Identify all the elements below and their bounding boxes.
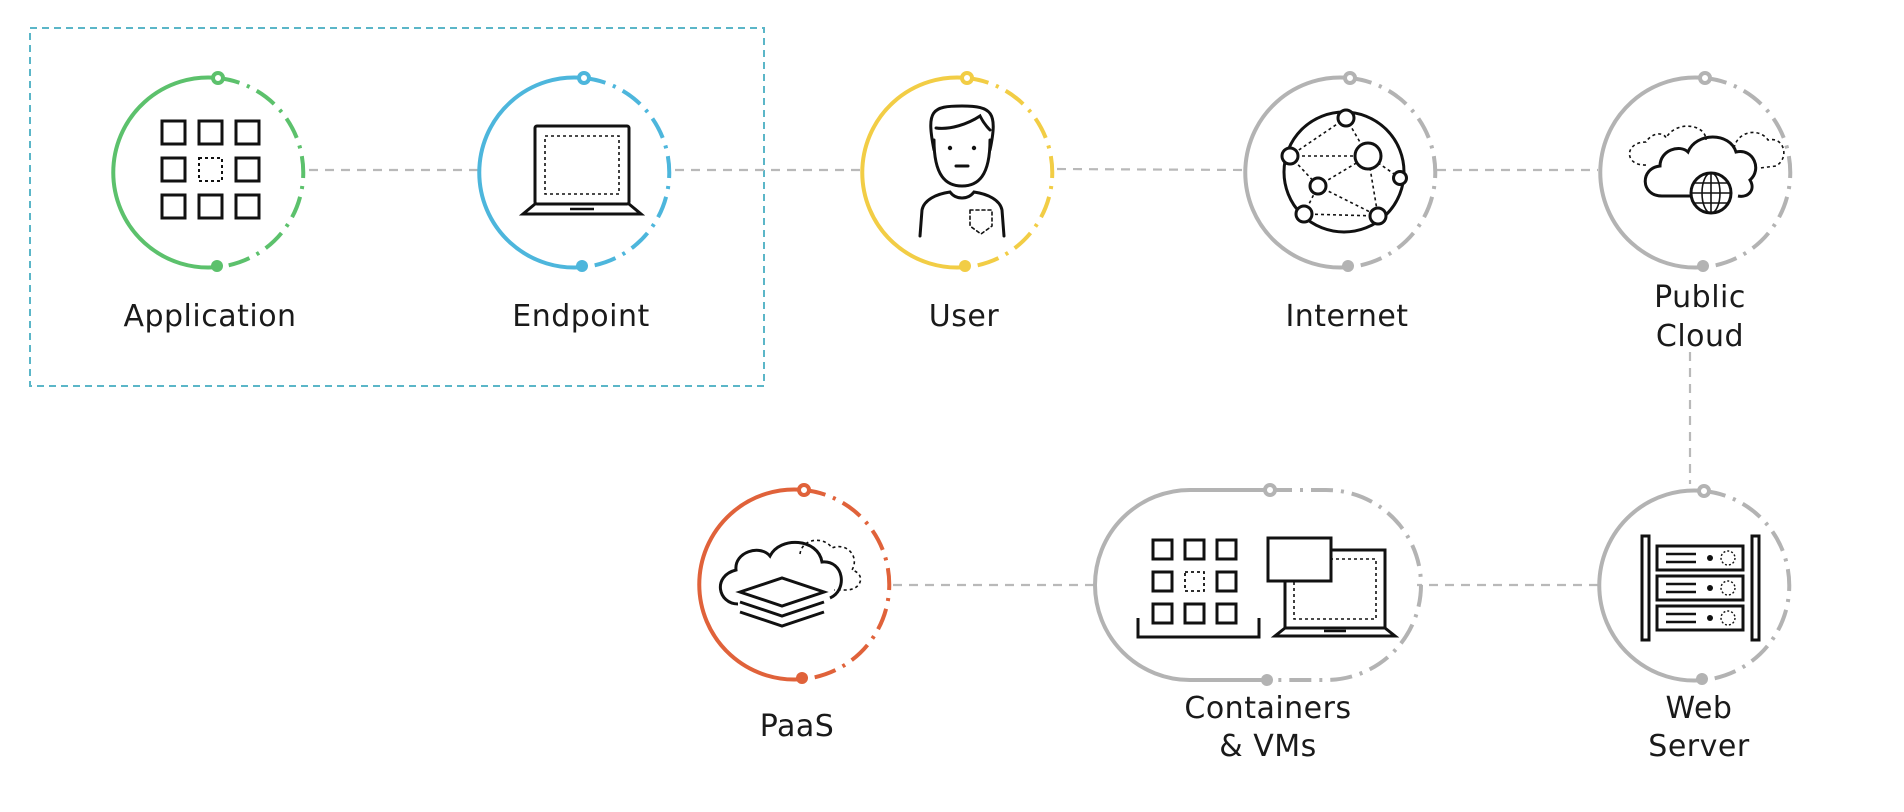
label-public-cloud-line1: Public <box>1654 280 1746 315</box>
node-endpoint: Endpoint <box>477 71 672 334</box>
cloud-layers-icon <box>718 539 862 628</box>
node-web-server: Web Server <box>1597 484 1792 764</box>
label-containers-vms-line1: Containers <box>1184 691 1351 726</box>
globe-network-icon <box>1280 108 1408 234</box>
node-public-cloud: Public Cloud <box>1598 71 1793 354</box>
app-endpoint-group-box <box>29 27 765 387</box>
node-paas: PaaS <box>697 483 892 744</box>
label-internet: Internet <box>1285 299 1408 334</box>
user-icon <box>918 104 1006 238</box>
label-paas: PaaS <box>760 709 835 744</box>
label-user: User <box>929 299 1000 334</box>
paas-ring <box>697 483 892 684</box>
containers-vms-icon <box>1136 536 1400 639</box>
web-server-ring <box>1597 484 1792 685</box>
node-user: User <box>860 71 1055 334</box>
application-ring <box>111 71 306 272</box>
label-public-cloud-line2: Cloud <box>1656 319 1744 354</box>
user-ring <box>860 71 1055 272</box>
containers-vms-ring <box>1093 483 1423 686</box>
cloud-globe-icon <box>1628 125 1785 215</box>
server-rack-icon <box>1640 534 1761 642</box>
endpoint-ring <box>477 71 672 272</box>
label-containers-vms-line2: & VMs <box>1219 729 1316 764</box>
node-containers-vms: Containers & VMs <box>1093 483 1423 764</box>
connector-user-internet <box>1056 167 1245 172</box>
label-application: Application <box>123 299 296 334</box>
label-endpoint: Endpoint <box>512 299 650 334</box>
public-cloud-ring <box>1598 71 1793 272</box>
internet-ring <box>1243 71 1438 272</box>
node-internet: Internet <box>1243 71 1438 334</box>
connectors <box>309 167 1692 587</box>
label-web-server-line2: Server <box>1648 729 1750 764</box>
node-application: Application <box>111 71 306 334</box>
laptop-icon <box>518 124 646 216</box>
label-web-server-line1: Web <box>1666 691 1733 726</box>
app-grid-icon <box>160 119 261 220</box>
